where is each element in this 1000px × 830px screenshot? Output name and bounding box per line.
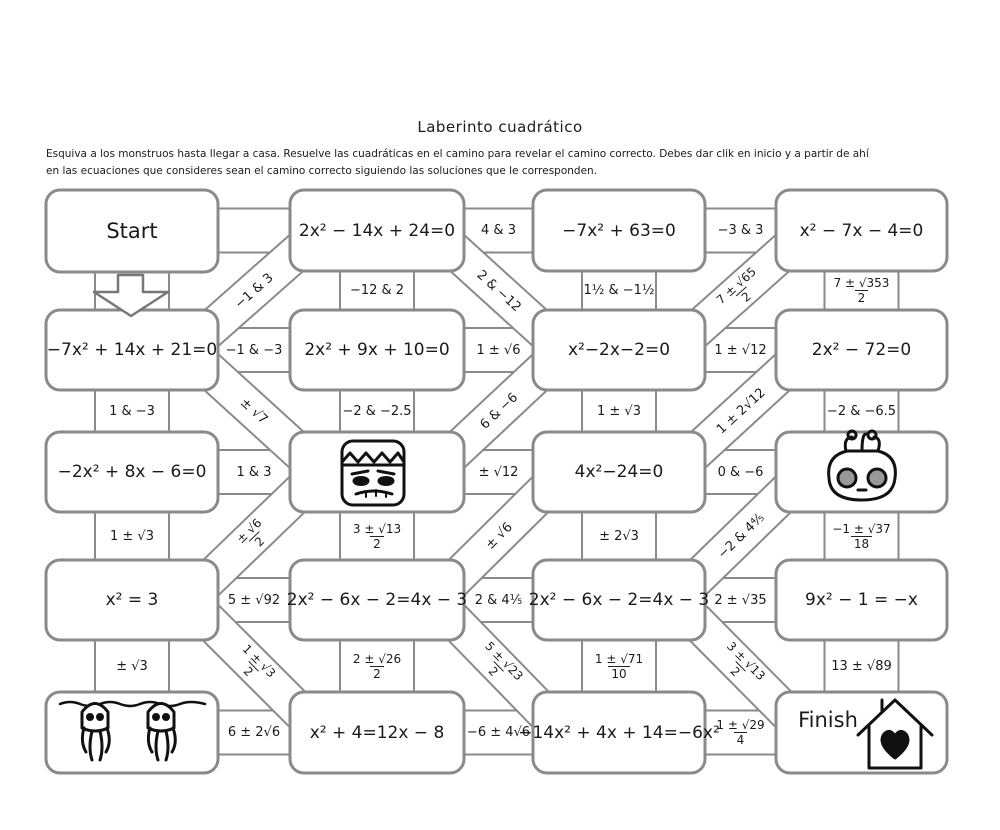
maze-box-eq_r3_c3[interactable]: [531, 430, 707, 514]
answer-v_r3_3[interactable]: ± 2√3: [599, 528, 639, 544]
instructions-line-1: Esquiva a los monstruos hasta llegar a c…: [46, 148, 869, 160]
fraction-denominator: 2: [370, 535, 384, 551]
box-eq_r4_c2[interactable]: 2x² − 6x − 2=4x − 3: [286, 590, 468, 610]
connector-v: [94, 635, 170, 697]
box-eq_r1_c3[interactable]: −7x² + 63=0: [562, 220, 676, 241]
fraction-denominator: 2: [370, 665, 384, 681]
maze-box-eq_r2_c4[interactable]: [774, 308, 949, 392]
answer-h_r1_a[interactable]: 4 & 3: [481, 223, 516, 238]
box-start[interactable]: Start: [106, 219, 158, 243]
box-finish[interactable]: Finish: [798, 708, 858, 732]
maze-box-eq_r4_c4[interactable]: [774, 558, 949, 642]
maze-box-monster3[interactable]: [44, 690, 220, 775]
fraction-denominator: 2: [854, 290, 869, 305]
box-eq_r1_c2[interactable]: 2x² − 14x + 24=0: [298, 220, 456, 241]
answer-v_r4_4[interactable]: 13 ± √89: [831, 658, 892, 674]
answer-v_r3_1[interactable]: 1 ± √3: [110, 528, 154, 544]
answer-h_r1_b[interactable]: −3 & 3: [717, 223, 764, 238]
maze-box-eq_r4_c1[interactable]: [44, 558, 220, 642]
answer-v_r2_3[interactable]: 1 ± √3: [597, 403, 641, 419]
answer-h_r5_a[interactable]: 6 ± 2√6: [227, 725, 281, 740]
maze-box-eq_r5_c3[interactable]: [531, 690, 707, 775]
answer-h_r2_a[interactable]: −1 & −3: [225, 342, 283, 358]
answer-h_r2_c[interactable]: 1 ± √12: [714, 342, 767, 358]
fraction-numerator: 7 ± √353: [833, 276, 890, 290]
maze-box-eq_r1_c4[interactable]: [774, 188, 949, 273]
answer-h_r4_a[interactable]: 5 ± √92: [227, 592, 281, 608]
box-eq_r4_c3[interactable]: 2x² − 6x − 2=4x − 3: [528, 590, 710, 610]
box-eq_r3_c1[interactable]: −2x² + 8x − 6=0: [57, 462, 207, 482]
answer-h_r4_b[interactable]: 2 & 4⅕: [474, 592, 523, 608]
answer-h_r5_b[interactable]: −6 ± 4√6: [466, 725, 531, 740]
connector-v: [581, 385, 657, 437]
connector-v: [94, 385, 170, 437]
connector-v: [339, 266, 415, 315]
box-eq_r2_c1[interactable]: −7x² + 14x + 21=0: [46, 340, 218, 360]
maze-box-eq_r3_c1[interactable]: [44, 430, 220, 514]
answer-h_r3_b[interactable]: ± √12: [478, 464, 519, 480]
answer-h_r4_c[interactable]: 2 ± √35: [714, 592, 767, 608]
maze-box-eq_r4_c3[interactable]: [531, 558, 707, 642]
fraction-numerator: 1 ± √71: [594, 651, 644, 666]
maze-box-eq_r1_c2[interactable]: [288, 188, 466, 273]
box-eq_r3_c3[interactable]: 4x²−24=0: [574, 462, 664, 482]
maze-box-eq_r1_c3[interactable]: [531, 188, 707, 273]
answer-v_r1_2[interactable]: −12 & 2: [349, 283, 405, 298]
box-eq_r4_c1[interactable]: x² = 3: [105, 590, 159, 610]
fraction-numerator: 1 ± √29: [716, 718, 765, 732]
box-eq_r1_c4[interactable]: x² − 7x − 4=0: [799, 220, 924, 241]
fraction-denominator: 4: [733, 732, 748, 747]
box-eq_r5_c3[interactable]: −14x² + 4x + 14=−6x²: [518, 722, 720, 743]
connector-v: [581, 507, 657, 565]
box-eq_r5_c2[interactable]: x² + 4=12x − 8: [309, 722, 445, 743]
answer-h_r3_c[interactable]: 0 & −6: [717, 464, 764, 480]
maze-box-eq_r2_c3[interactable]: [531, 308, 707, 392]
answer-v_r1_3[interactable]: 1½ & −1½: [583, 283, 655, 298]
instructions: Esquiva a los monstruos hasta llegar a c…: [46, 146, 966, 180]
page-title: Laberinto cuadrático: [417, 118, 583, 136]
answer-v_r2_4[interactable]: −2 & −6.5: [826, 403, 897, 419]
box-eq_r2_c2[interactable]: 2x² + 9x + 10=0: [304, 340, 450, 360]
maze-box-eq_r2_c2[interactable]: [288, 308, 466, 392]
fraction-numerator: −1 ± √37: [832, 521, 891, 536]
house-with-heart-icon: [856, 698, 934, 770]
connector-v: [581, 266, 657, 315]
fraction-denominator: 10: [608, 665, 630, 681]
fraction-denominator: 18: [850, 535, 873, 551]
maze-box-start[interactable]: [44, 188, 220, 274]
maze-box-eq_r5_c2[interactable]: [288, 690, 466, 775]
arrow-down-icon: [92, 273, 170, 318]
squid-monsters-icon: [58, 700, 207, 762]
answer-v_r2_2[interactable]: −2 & −2.5: [342, 403, 412, 419]
box-eq_r4_c4[interactable]: 9x² − 1 = −x: [805, 590, 918, 610]
fraction-numerator: 3 ± √13: [352, 521, 402, 536]
frankenstein-monster-icon: [340, 439, 406, 507]
box-eq_r2_c4[interactable]: 2x² − 72=0: [811, 340, 912, 360]
instructions-line-2: en las ecuaciones que consideres sean el…: [46, 165, 598, 177]
answer-h_r2_b[interactable]: 1 ± √6: [476, 342, 521, 358]
maze-box-eq_r4_c2[interactable]: [288, 558, 466, 642]
box-eq_r2_c3[interactable]: x²−2x−2=0: [567, 340, 671, 360]
answer-v_r4_1[interactable]: ± √3: [116, 658, 148, 674]
fraction-numerator: 2 ± √26: [352, 651, 402, 666]
connector-v: [823, 635, 900, 697]
blob-monster-icon: [827, 429, 897, 502]
answer-v_r2_1[interactable]: 1 & −3: [109, 403, 155, 419]
answer-h_r3_a[interactable]: 1 & 3: [236, 464, 272, 480]
